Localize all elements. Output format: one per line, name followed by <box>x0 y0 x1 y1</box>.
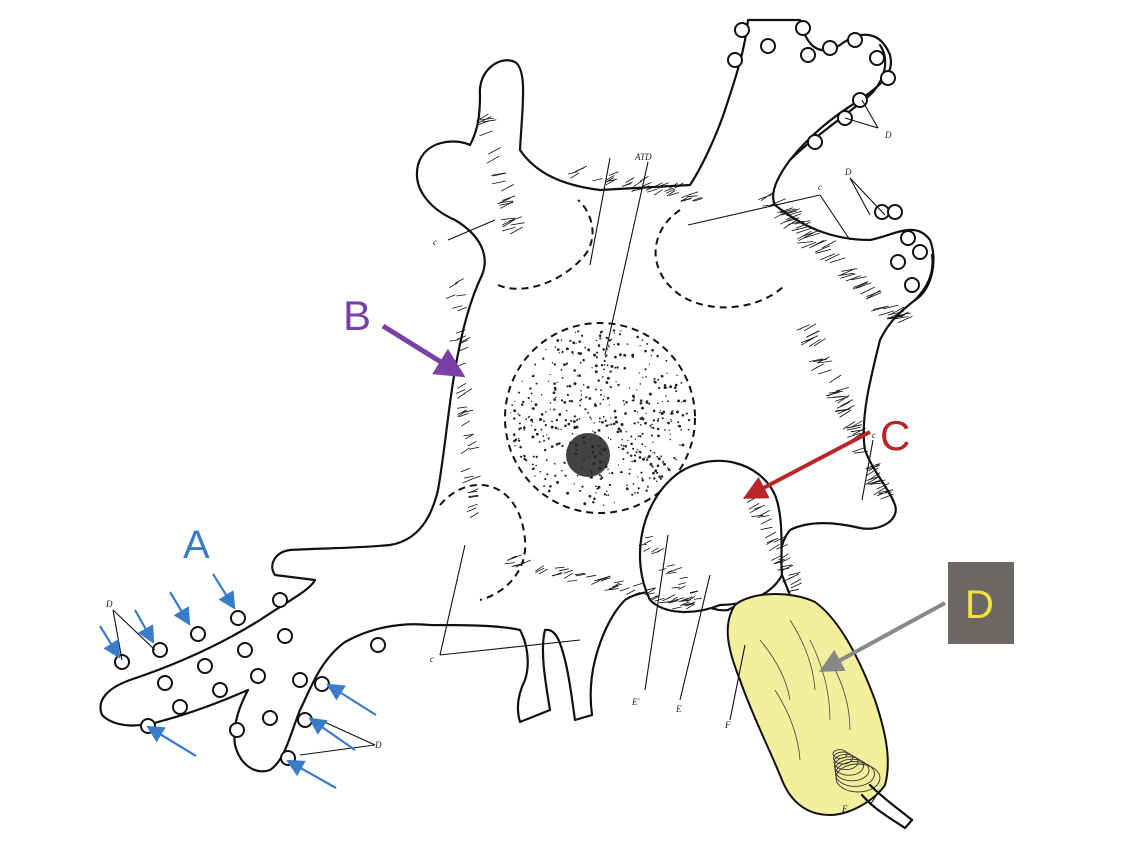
myelin-sheath <box>726 593 889 817</box>
label-c: C <box>880 412 910 459</box>
dashed-region-top-right <box>654 209 786 309</box>
label-d: D <box>965 583 994 627</box>
drawing-letter-d-bottom: D <box>374 740 382 750</box>
label-d-arrow <box>818 601 946 672</box>
label-b: B <box>343 292 371 339</box>
right-dendrite-outline <box>913 253 934 302</box>
label-a-arrows <box>99 573 377 789</box>
dashed-region-bottom-left <box>439 483 527 601</box>
drawing-letter-e: E <box>675 704 682 714</box>
dashed-region-top-left <box>497 199 594 290</box>
drawing-letter-c-left: c <box>433 237 437 247</box>
drawing-letter-e-prime: E' <box>631 697 640 707</box>
axon-tail-lower <box>860 793 907 830</box>
nucleolus <box>566 433 610 477</box>
nucleus <box>504 322 696 514</box>
drawing-letter-c-right: c <box>872 430 876 440</box>
label-d-box <box>948 562 1014 644</box>
myelin-ring-lines <box>759 619 881 793</box>
drawing-letter-c-bottom: c <box>430 654 434 664</box>
drawing-letter-f: F <box>724 720 731 730</box>
label-a: A <box>183 523 210 567</box>
drawing-letter-d-left: D <box>105 599 113 609</box>
drawing-letter-d-upper-right: D <box>844 167 852 177</box>
axon-tail <box>868 783 914 822</box>
drawing-letter-e-axon: E <box>841 804 848 814</box>
drawing-leader-lines <box>112 99 886 806</box>
drawing-letter-c-upper-right: c <box>818 182 822 192</box>
label-c-arrow <box>742 430 871 499</box>
drawing-letter-d-top: D <box>884 130 892 140</box>
nucleus-stipple <box>510 329 691 506</box>
drawing-letter-atd: ATD <box>634 152 652 162</box>
label-b-arrow <box>381 323 466 378</box>
axon-tail-end <box>903 818 914 830</box>
